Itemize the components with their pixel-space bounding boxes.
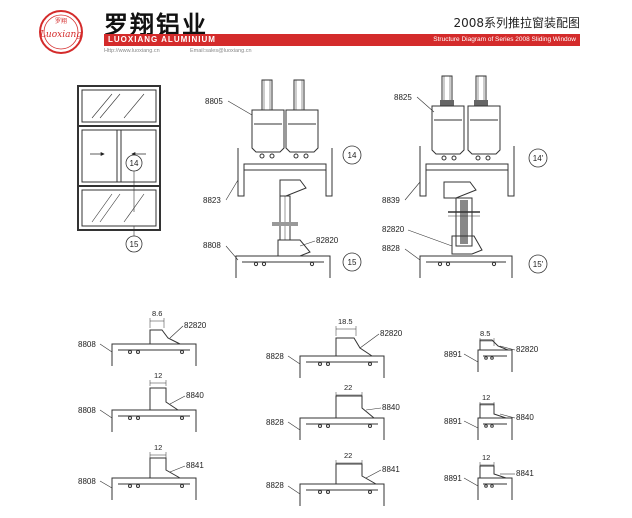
svg-text:12: 12	[154, 371, 162, 380]
svg-text:8841: 8841	[186, 461, 204, 470]
svg-text:8.6: 8.6	[152, 309, 162, 318]
assembly-left-labels: 8805 8823 8808 82820	[203, 97, 339, 261]
svg-text:8840: 8840	[186, 391, 204, 400]
brand-bar	[104, 34, 580, 46]
svg-text:8891: 8891	[444, 350, 462, 359]
svg-text:8828: 8828	[266, 352, 284, 361]
assembly-left	[235, 79, 333, 278]
svg-text:14: 14	[348, 151, 357, 160]
window-elevation	[77, 85, 161, 240]
section-8808-8841	[111, 452, 197, 500]
svg-text:8828: 8828	[266, 481, 284, 490]
svg-text:8825: 8825	[394, 93, 412, 102]
svg-text:8805: 8805	[205, 97, 223, 106]
assembly-left-marker-15: 15	[342, 252, 362, 272]
document-subtitle: Structure Diagram of Series 2008 Sliding…	[433, 36, 576, 43]
svg-text:8823: 8823	[203, 196, 221, 205]
svg-text:15: 15	[348, 258, 357, 267]
svg-text:8808: 8808	[203, 241, 221, 250]
svg-text:8891: 8891	[444, 417, 462, 426]
svg-text:8828: 8828	[266, 418, 284, 427]
section-marker-15: 15	[125, 235, 143, 253]
brand-name-en: LUOXIANG ALUMINIUM	[108, 35, 216, 44]
svg-text:22: 22	[344, 451, 352, 460]
svg-text:12: 12	[154, 443, 162, 452]
svg-text:8840: 8840	[382, 403, 400, 412]
svg-text:8841: 8841	[516, 469, 534, 478]
svg-text:8808: 8808	[78, 477, 96, 486]
svg-text:8891: 8891	[444, 474, 462, 483]
svg-text:82820: 82820	[516, 345, 539, 354]
section-8808-82820	[111, 318, 197, 366]
svg-text:18.5: 18.5	[338, 317, 353, 326]
svg-text:14: 14	[130, 159, 139, 168]
svg-text:8841: 8841	[382, 465, 400, 474]
section-8891-8840	[477, 402, 513, 440]
assembly-right-labels: 8825 8839 82820 8828	[382, 93, 453, 261]
svg-text:82820: 82820	[184, 321, 207, 330]
svg-text:82820: 82820	[380, 329, 403, 338]
website-link[interactable]: Http://www.luoxiang.cn	[104, 48, 160, 54]
section-8828-8840	[299, 392, 385, 440]
svg-text:12: 12	[482, 393, 490, 402]
header: 罗翔 Luoxiang 罗翔铝业 2008系列推拉窗装配图 LUOXIANG A…	[0, 0, 632, 62]
svg-text:8.5: 8.5	[480, 329, 490, 338]
assembly-right-marker-15: 15'	[528, 254, 548, 274]
section-8891-82820	[477, 338, 513, 372]
svg-text:12: 12	[482, 453, 490, 462]
svg-text:82820: 82820	[382, 225, 405, 234]
assembly-left-marker-14: 14	[342, 145, 362, 165]
svg-text:8839: 8839	[382, 196, 400, 205]
section-8828-82820	[299, 326, 385, 378]
svg-text:14': 14'	[533, 154, 544, 163]
svg-text:8808: 8808	[78, 340, 96, 349]
assembly-right-marker-14: 14'	[528, 148, 548, 168]
section-marker-14: 14	[125, 154, 143, 172]
svg-text:8840: 8840	[516, 413, 534, 422]
svg-text:8808: 8808	[78, 406, 96, 415]
document-title: 2008系列推拉窗装配图	[453, 16, 580, 30]
svg-text:15': 15'	[533, 260, 544, 269]
section-8828-8841	[299, 460, 385, 506]
section-8808-8840	[111, 380, 197, 432]
svg-text:8828: 8828	[382, 244, 400, 253]
brand-logo: 罗翔 Luoxiang	[39, 10, 83, 54]
svg-text:82820: 82820	[316, 236, 339, 245]
svg-text:22: 22	[344, 383, 352, 392]
svg-text:罗翔: 罗翔	[55, 17, 67, 25]
email-link[interactable]: Email:sales@luoxiang.cn	[190, 48, 252, 54]
svg-text:Luoxiang: Luoxiang	[39, 30, 82, 40]
assembly-right	[419, 75, 515, 278]
svg-text:15: 15	[130, 240, 139, 249]
section-labels: 8808 8.6 82820 8828 18.5 82820 8891 8.5 …	[78, 309, 539, 495]
section-8891-8841	[477, 462, 513, 500]
